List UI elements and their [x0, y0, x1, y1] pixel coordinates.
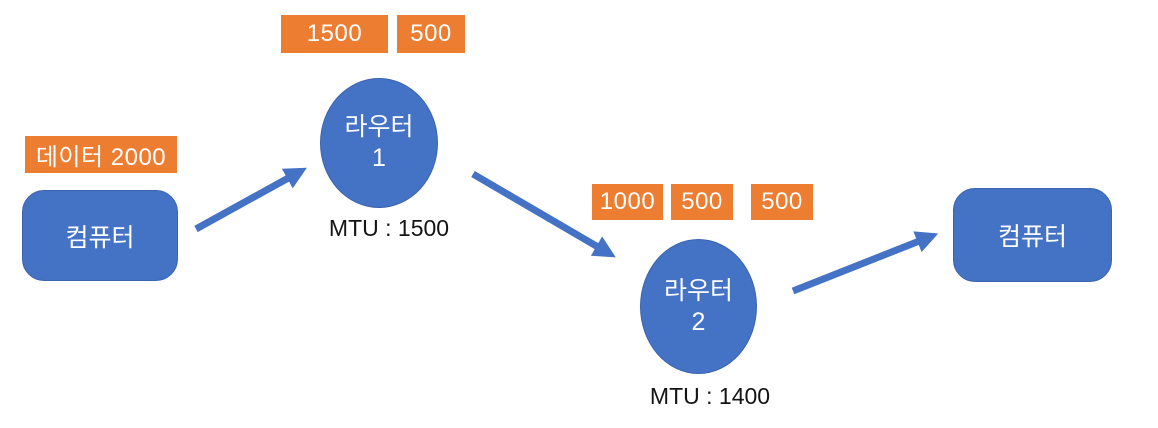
node-router-1: 라우터 1 [320, 78, 438, 208]
badge-fragment-1000: 1000 [592, 184, 663, 220]
node-router-2: 라우터 2 [640, 239, 757, 374]
node-computer-right: 컴퓨터 [953, 188, 1112, 282]
mtu-label-router-2: MTU : 1400 [649, 383, 771, 409]
arrow-router1-to-router2 [471, 170, 616, 258]
node-router-2-name: 라우터 [663, 276, 733, 305]
node-computer-left: 컴퓨터 [22, 190, 178, 281]
node-computer-right-label: 컴퓨터 [997, 223, 1067, 251]
arrow-router2-to-computer [791, 231, 939, 295]
node-router-2-number: 2 [691, 307, 706, 336]
badge-fragment-500-c: 500 [751, 184, 813, 220]
node-computer-left-label: 컴퓨터 [65, 223, 135, 252]
node-router-1-name: 라우터 [344, 113, 414, 141]
badge-fragment-500-b: 500 [671, 184, 733, 220]
badge-data-2000: 데이터 2000 [25, 136, 177, 173]
mtu-label-router-1: MTU : 1500 [328, 215, 450, 241]
badge-fragment-500-a: 500 [397, 15, 465, 53]
arrow-computer-to-router1 [194, 167, 307, 233]
node-router-1-number: 1 [372, 144, 386, 172]
badge-fragment-1500: 1500 [281, 15, 388, 53]
